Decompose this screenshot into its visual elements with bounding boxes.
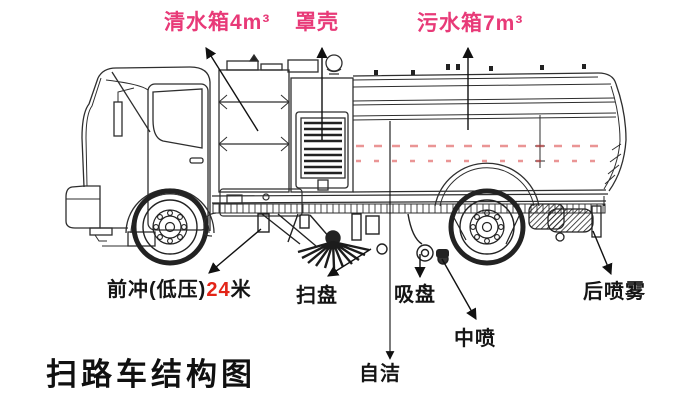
label-clean-water-tank: 清水箱4m³: [164, 11, 271, 34]
cover-housing: [287, 54, 354, 193]
truck-cab: [65, 66, 215, 247]
label-sweep-disc: 扫盘: [296, 285, 338, 307]
label-sewage-tank: 污水箱7m³: [417, 12, 524, 35]
arrow-clean-water-tank: [205, 47, 259, 132]
label-self-clean: 自洁: [359, 363, 401, 385]
label-front-flush: 前冲(低压)24米: [107, 279, 252, 301]
chassis-frame: [203, 188, 609, 237]
diagram-title: 扫路车结构图: [46, 357, 256, 392]
arrow-rear-spray: [592, 230, 613, 276]
arrow-sweep-disc: [327, 248, 372, 277]
label-front-flush-value: 24: [206, 279, 231, 301]
louver-vent: [304, 121, 342, 175]
clean-water-tank: [218, 53, 290, 193]
label-suction-disc: 吸盘: [394, 284, 436, 306]
sweep-mechanism: [257, 213, 521, 269]
label-front-flush-suffix: 米: [230, 279, 252, 301]
label-cover-shell: 罩壳: [295, 11, 339, 34]
arrow-mid-spray: [441, 258, 477, 320]
label-mid-spray: 中喷: [454, 328, 496, 350]
rear-brush-unit: [528, 196, 605, 242]
label-rear-spray: 后喷雾: [583, 281, 646, 303]
sewage-tank-body: [352, 64, 627, 193]
sweep-disc-bristles: [297, 240, 370, 269]
label-front-flush-prefix: 前冲(低压): [107, 279, 207, 301]
red-dashed-lines: [356, 144, 607, 163]
arrow-front-flush: [208, 228, 262, 274]
front-wheel: [131, 188, 209, 266]
rear-wheel: [434, 162, 540, 266]
callout-arrows: [205, 46, 613, 360]
